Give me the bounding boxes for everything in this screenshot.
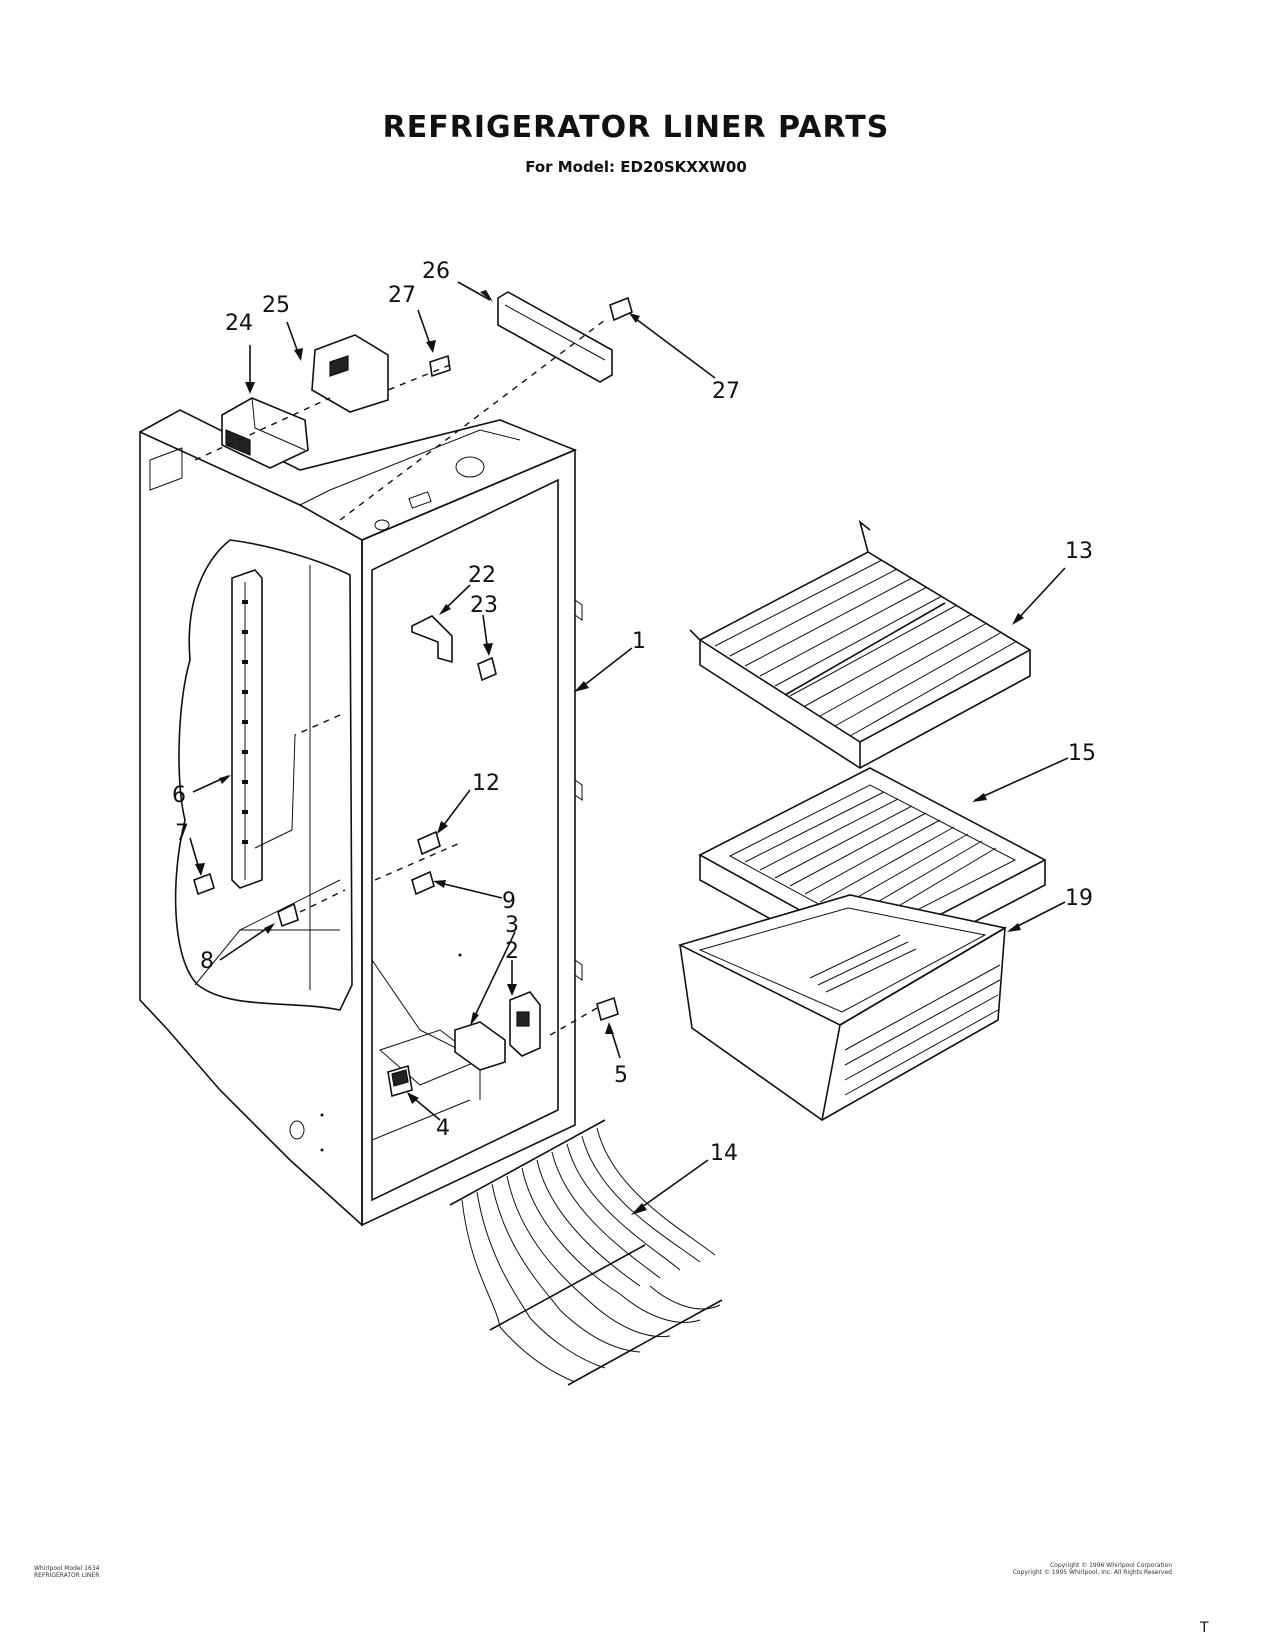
parts-2-3-4-5-lower-assembly xyxy=(387,991,619,1098)
part-24-control-housing xyxy=(221,397,309,469)
leader-lines xyxy=(189,281,1069,1215)
corner-mark: T xyxy=(1200,1620,1209,1636)
callout-7: 7 xyxy=(175,821,189,846)
callout-4: 4 xyxy=(436,1116,450,1141)
footer-right: Copyright © 1996 Whirlpool Corporation C… xyxy=(1013,1562,1172,1576)
part-25-bracket xyxy=(311,334,389,413)
part-22-23-bracket-screw xyxy=(411,615,497,682)
callout-19: 19 xyxy=(1065,886,1093,911)
footer-left-line1: Whirlpool Model 1634 xyxy=(34,1565,100,1572)
callout-2: 2 xyxy=(505,939,519,964)
callout-13: 13 xyxy=(1065,539,1093,564)
callout-25: 25 xyxy=(262,293,290,318)
callout-labels: 1 2 3 4 5 6 7 8 9 12 13 14 15 19 22 23 2… xyxy=(172,259,1096,1166)
part-26-top-rail xyxy=(497,291,613,383)
callout-24: 24 xyxy=(225,311,253,336)
part-13-wire-shelf xyxy=(689,519,1032,769)
callout-27-left: 27 xyxy=(388,283,416,308)
callout-27-right: 27 xyxy=(712,379,740,404)
footer-right-line1: Copyright © 1996 Whirlpool Corporation xyxy=(1049,1562,1172,1569)
callout-12: 12 xyxy=(472,771,500,796)
callout-8: 8 xyxy=(200,949,214,974)
callout-23: 23 xyxy=(470,593,498,618)
callout-15: 15 xyxy=(1068,741,1096,766)
part-6-shelf-rail xyxy=(231,569,263,889)
page-title: REFRIGERATOR LINER PARTS xyxy=(382,110,890,145)
callout-6: 6 xyxy=(172,783,186,808)
callout-3: 3 xyxy=(505,913,519,938)
footer-left-line2: REFRIGERATOR LINER xyxy=(34,1572,100,1579)
small-fasteners xyxy=(193,830,441,928)
callout-26: 26 xyxy=(422,259,450,284)
callout-9: 9 xyxy=(502,889,516,914)
footer-right-line2: Copyright © 1995 Whirlpool, Inc. All Rig… xyxy=(1012,1569,1172,1576)
callout-22: 22 xyxy=(468,563,496,588)
liner-cabinet xyxy=(139,409,583,1227)
part-19-crisper-drawer xyxy=(677,894,1008,1122)
footer-left: Whirlpool Model 1634 REFRIGERATOR LINER xyxy=(34,1565,99,1579)
callout-5: 5 xyxy=(614,1063,628,1088)
callout-1: 1 xyxy=(632,629,646,654)
model-subtitle: For Model: ED20SKXXW00 xyxy=(525,158,747,176)
part-14-wire-basket xyxy=(449,1119,723,1386)
callout-14: 14 xyxy=(710,1141,738,1166)
